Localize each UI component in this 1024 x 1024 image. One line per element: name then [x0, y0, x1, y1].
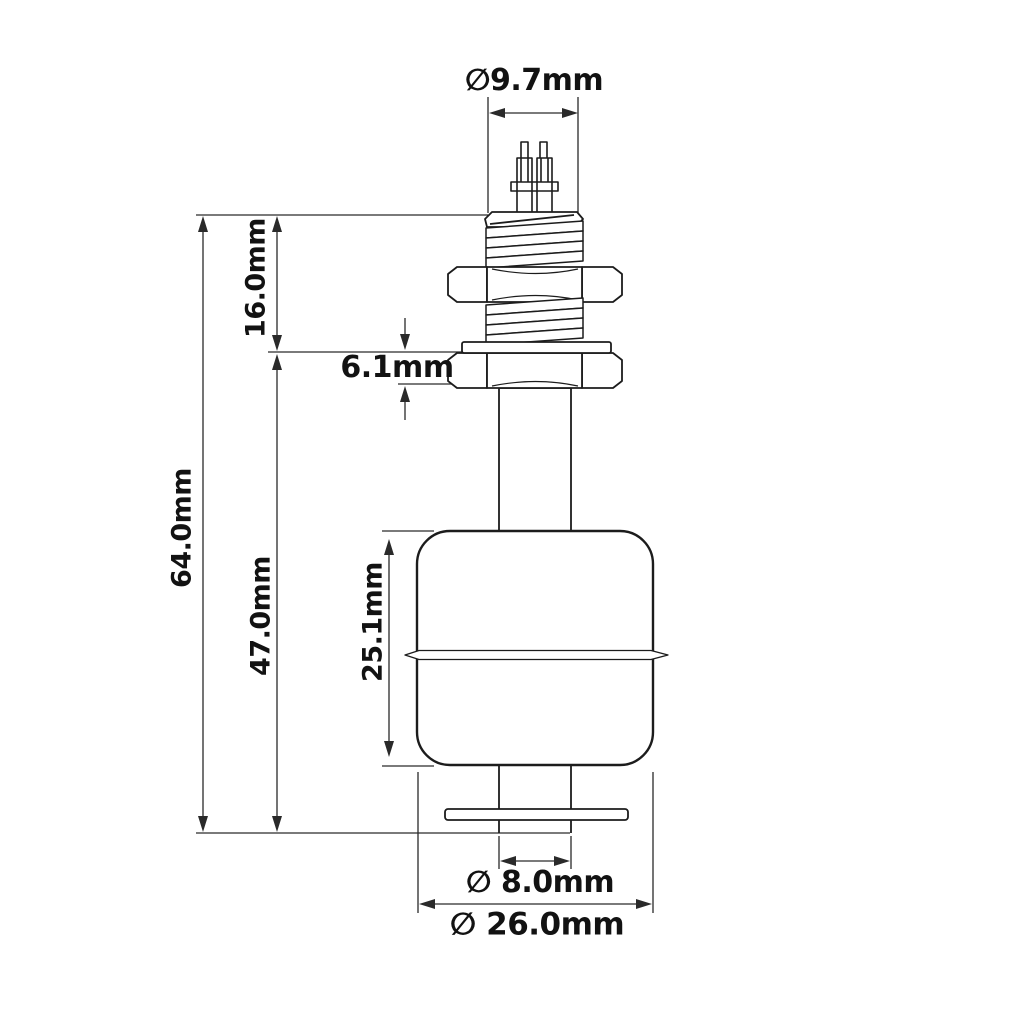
dimension-arrowheads	[198, 108, 652, 909]
label-float-height: 25.1mm	[357, 562, 389, 682]
pin-collar-plate	[510, 181, 559, 192]
arrow-up	[198, 216, 208, 232]
arrow-up	[272, 354, 282, 370]
label-mount-thickness: 6.1mm	[340, 350, 454, 385]
upper-stem	[498, 387, 572, 532]
lower-stem	[498, 765, 572, 833]
pin-inner-lines	[520, 158, 549, 182]
label-total-length: 64.0mm	[166, 468, 198, 588]
arrow-up	[384, 539, 394, 555]
nut-face-middle	[486, 352, 583, 389]
float-seam	[404, 649, 669, 661]
arrow-down	[384, 741, 394, 757]
arrow-up	[400, 386, 410, 402]
arrow-down	[272, 816, 282, 832]
nut-face-right	[581, 266, 623, 303]
label-stem-length: 47.0mm	[245, 556, 277, 676]
upper-thread-section	[485, 220, 584, 269]
hex-nut-lower	[447, 352, 623, 389]
lower-thread-section	[485, 297, 584, 346]
washer	[461, 341, 612, 354]
pin-body-left	[516, 157, 533, 216]
label-stem-diameter: ∅ 8.0mm	[465, 865, 615, 900]
label-float-diameter: ∅ 26.0mm	[449, 906, 625, 943]
arrow-up	[272, 216, 282, 232]
retaining-clip	[444, 808, 629, 821]
arrow-left	[419, 899, 435, 909]
nut-face-left	[447, 352, 488, 389]
float-switch-device	[404, 141, 669, 833]
arrow-right	[636, 899, 652, 909]
nut-face-middle	[486, 266, 583, 303]
arrow-down	[198, 816, 208, 832]
dimension-lines	[196, 97, 654, 913]
arrow-down	[272, 335, 282, 351]
label-pin-circle-diameter: ∅9.7mm	[464, 63, 604, 98]
arrow-left	[500, 856, 516, 866]
float-body	[415, 529, 655, 767]
arrow-down	[400, 334, 410, 350]
arrow-right	[562, 108, 578, 118]
pin-wire-right	[539, 141, 548, 160]
arrow-right	[554, 856, 570, 866]
pin-wire-left	[520, 141, 529, 160]
nut-chamfer-arc	[491, 380, 579, 387]
arrow-left	[489, 108, 505, 118]
pin-body-right	[536, 157, 553, 216]
hex-nut-upper	[447, 266, 623, 303]
nut-face-left	[447, 266, 488, 303]
connector-pins	[510, 141, 559, 216]
nut-face-right	[581, 352, 623, 389]
label-thread-length: 16.0mm	[240, 218, 272, 338]
